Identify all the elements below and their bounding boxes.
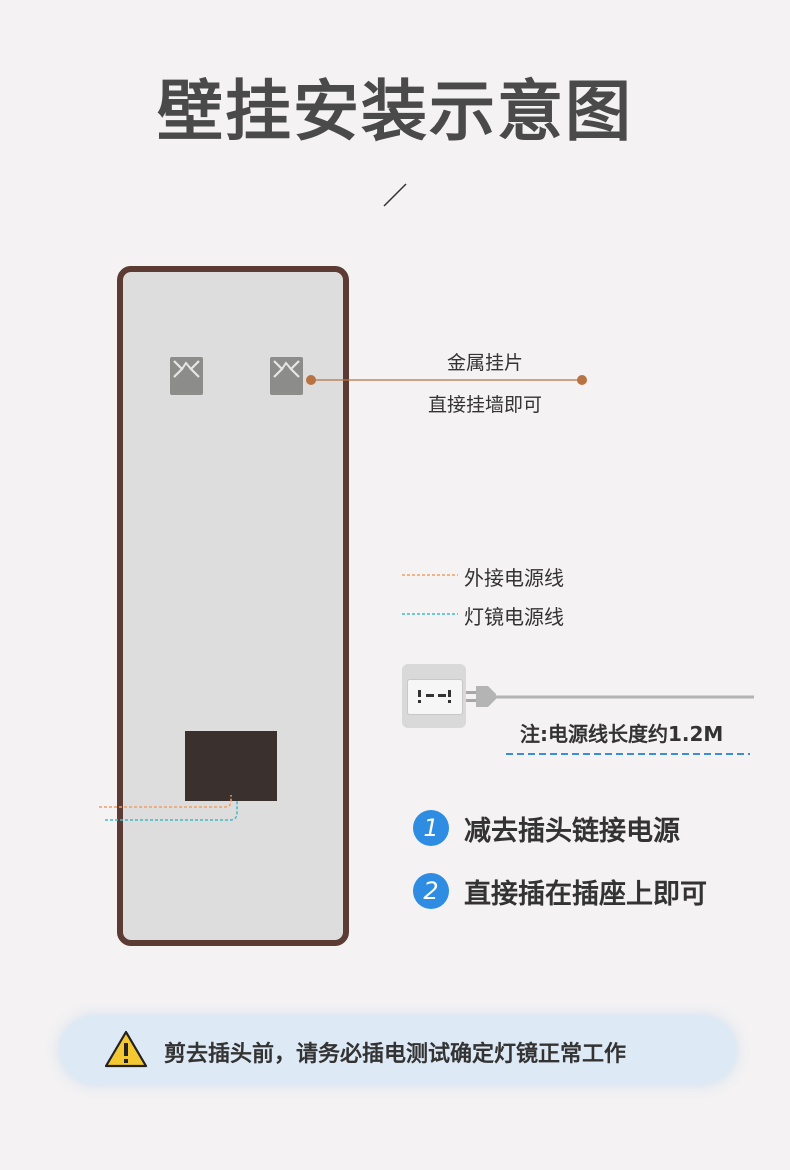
step-1-badge: 1	[413, 810, 449, 846]
legend-mirror-cord: 灯镜电源线	[464, 605, 564, 629]
divider-slash	[383, 183, 407, 207]
mirror-frame	[117, 266, 349, 946]
junction-box	[185, 731, 277, 801]
bracket-leader-line	[306, 375, 587, 385]
step-2-text: 直接插在插座上即可	[464, 879, 707, 910]
metal-bracket-right	[270, 357, 303, 395]
warning-banner	[60, 1016, 736, 1084]
warning-icon	[104, 1030, 148, 1068]
legend-external-swatch	[402, 574, 458, 576]
cord-lines	[99, 795, 238, 821]
plug-icon	[466, 686, 754, 707]
legend-mirror-swatch	[402, 613, 458, 615]
bracket-label-line1: 金属挂片	[446, 352, 523, 374]
note-underline	[506, 753, 750, 755]
bracket-label-line2: 直接挂墙即可	[427, 394, 542, 416]
metal-bracket-left	[170, 357, 203, 395]
legend-external-cord: 外接电源线	[464, 566, 564, 590]
warning-text: 剪去插头前，请务必插电测试确定灯镜正常工作	[164, 1042, 627, 1067]
step-2-badge: 2	[413, 873, 449, 909]
step-1-text: 减去插头链接电源	[464, 816, 680, 847]
page-title: 壁挂安装示意图	[157, 73, 633, 150]
wall-outlet-icon	[402, 664, 466, 728]
cord-length-note: 注:电源线长度约1.2M	[520, 722, 724, 746]
